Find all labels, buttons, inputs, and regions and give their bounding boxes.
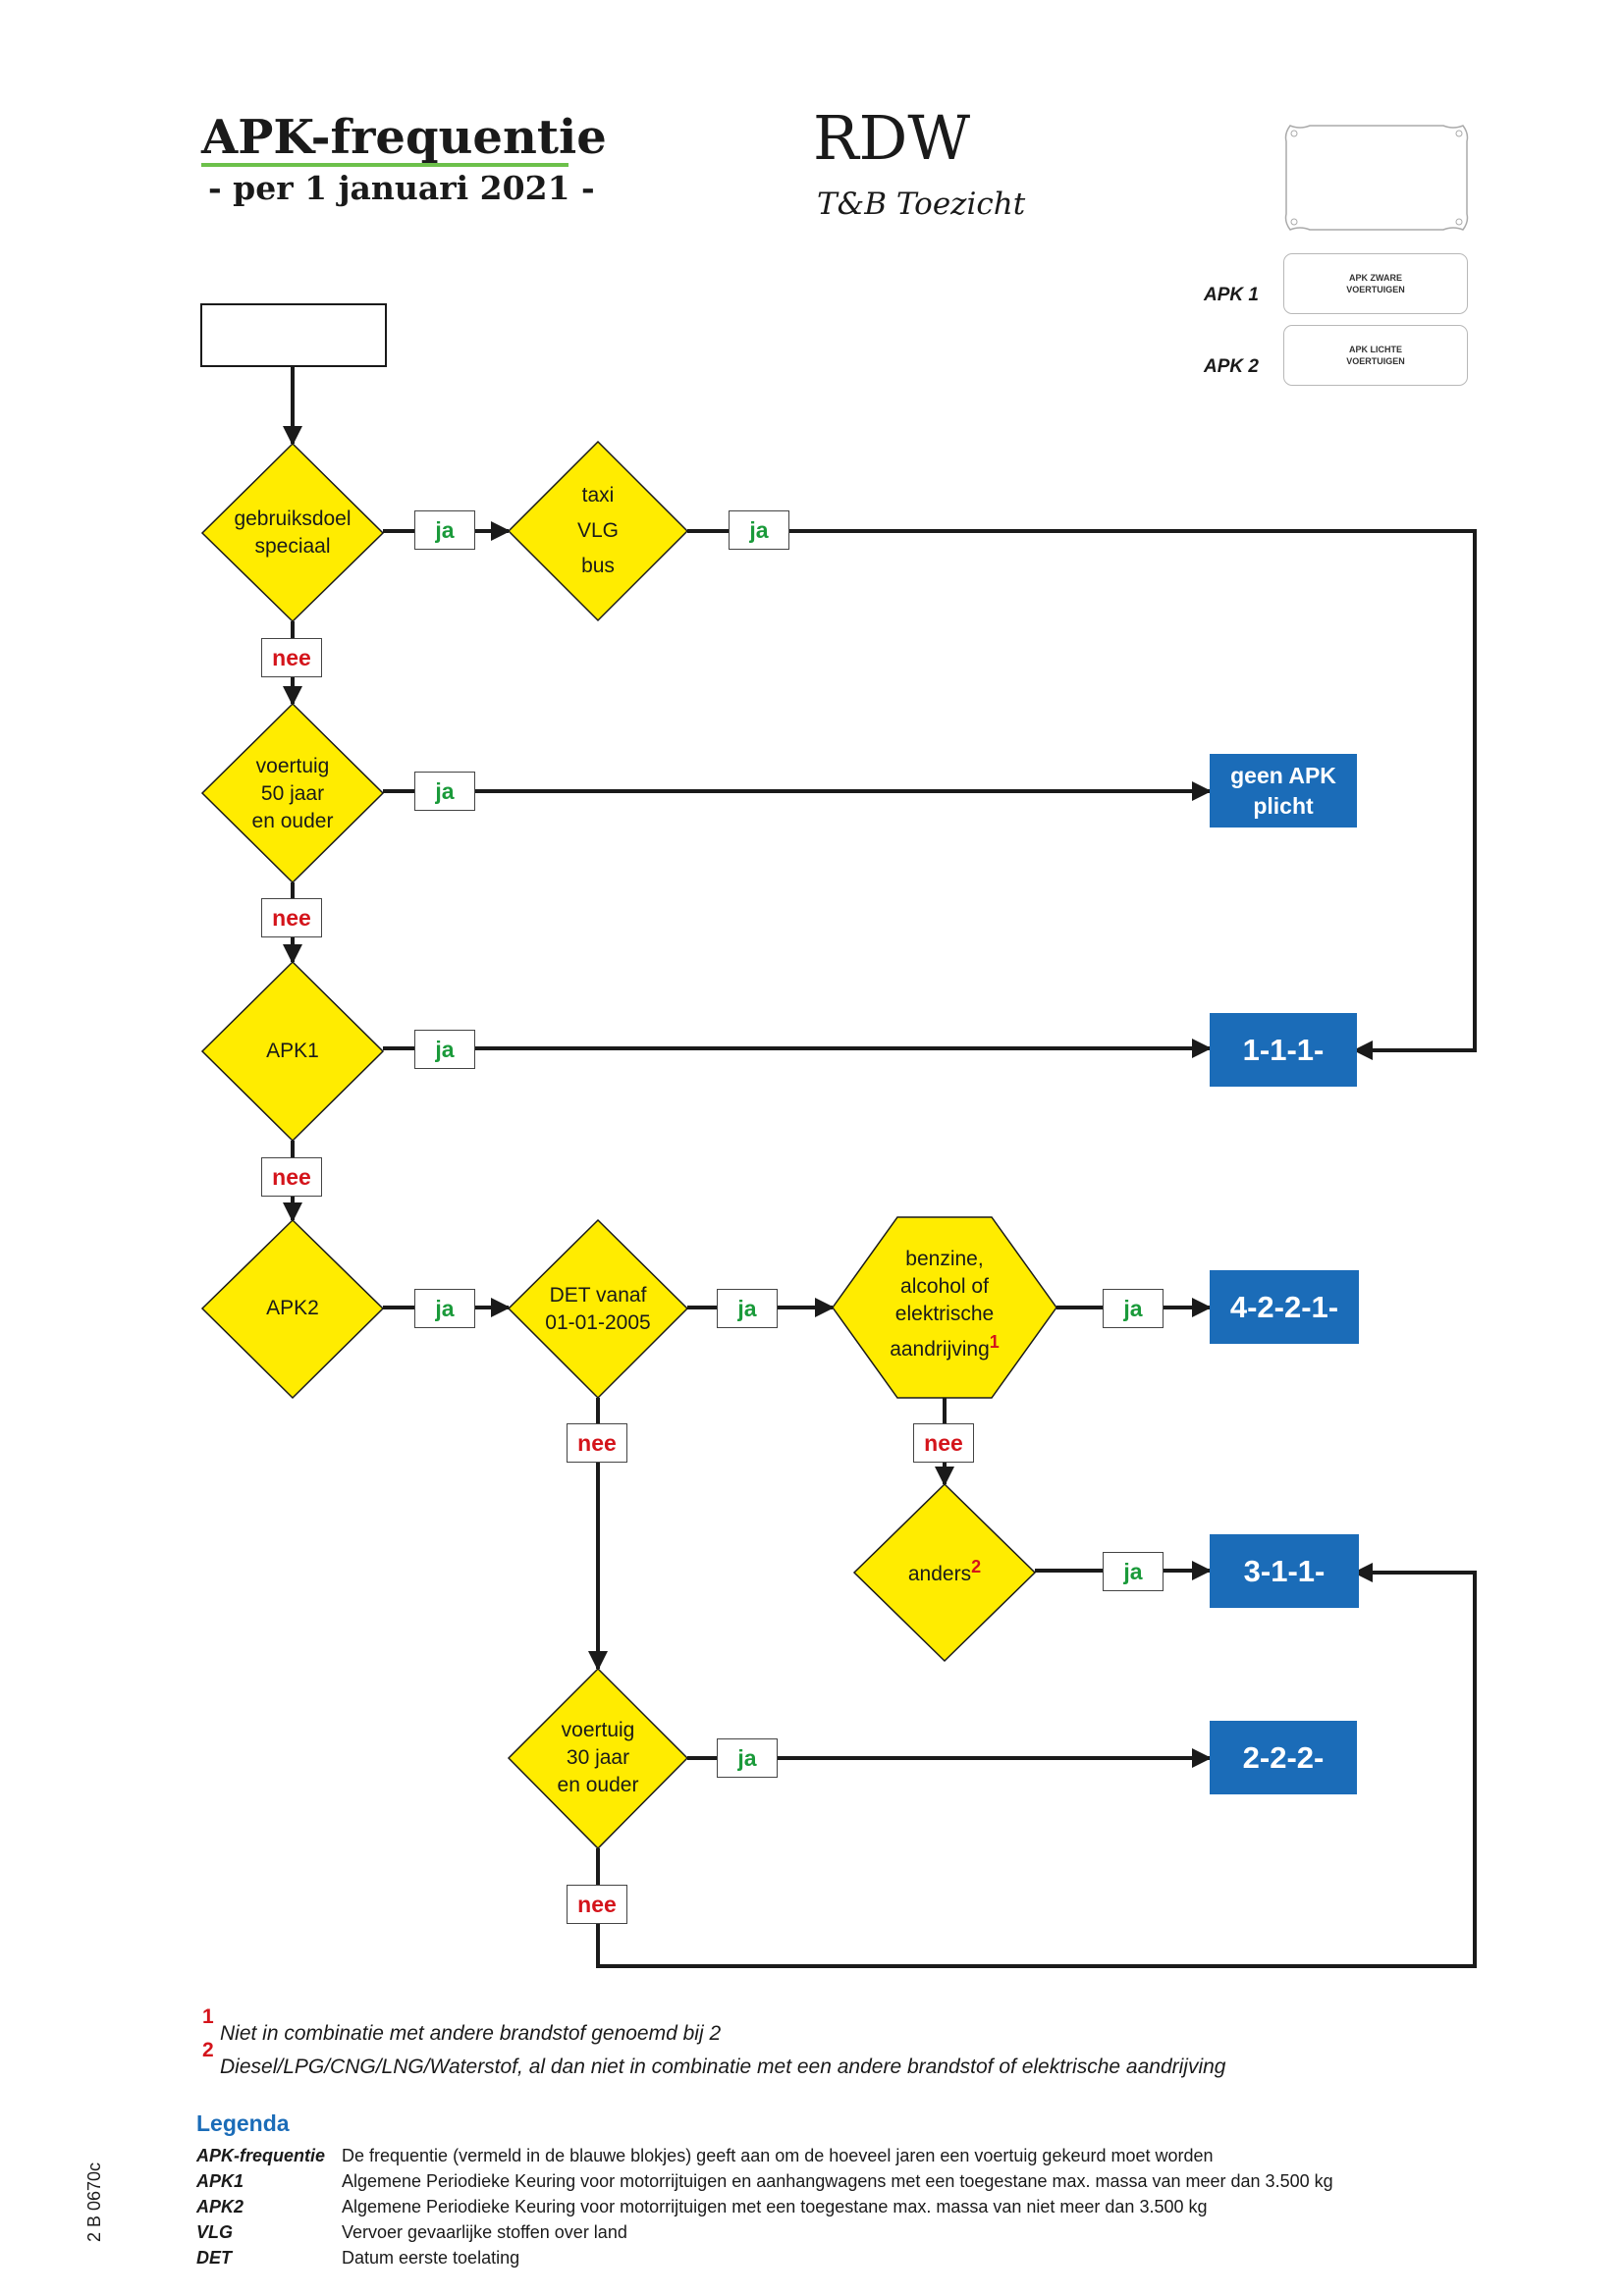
tag-nee-d4: nee: [261, 1157, 322, 1197]
tag-nee-d1: nee: [261, 638, 322, 677]
legend-title: Legenda: [196, 2110, 290, 2136]
organization-name: RDW: [813, 102, 971, 174]
department-name: T&B Toezicht: [817, 187, 1026, 222]
page-title: APK-frequentie: [201, 110, 607, 165]
result-4-2-2-1: 4-2-2-1-: [1210, 1270, 1359, 1344]
d6-line2: 01-01-2005: [545, 1311, 651, 1334]
d9-line3: en ouder: [557, 1774, 639, 1796]
diamond-d1-text: gebruiksdoel speciaal: [202, 504, 383, 562]
diamond-d5: [200, 1218, 385, 1400]
diamond-d4-text: APK1: [202, 1034, 383, 1069]
diamond-d2: [507, 440, 689, 622]
edge-d2-r111: [687, 529, 1477, 1060]
tag-nee-d7: nee: [913, 1423, 974, 1463]
title-underline: [201, 163, 568, 167]
legend-def-apk2: Algemene Periodieke Keuring voor motorri…: [342, 2197, 1208, 2216]
diamond-d9: [507, 1667, 689, 1850]
d3-line3: en ouder: [251, 810, 334, 832]
sticker-label-apk2: APK 2: [1204, 356, 1259, 377]
diamond-d3: [200, 702, 385, 884]
footnote-2-text: Diesel/LPG/CNG/LNG/Waterstof, al dan nie…: [220, 2056, 1226, 2078]
sticker-apk2-line2: VOERTUIGEN: [1346, 356, 1405, 366]
diamond-d4: [200, 960, 385, 1143]
d1-line1: gebruiksdoel: [234, 507, 352, 530]
tag-ja-d7: ja: [1103, 1289, 1164, 1328]
result-2-2-2: 2-2-2-: [1210, 1721, 1357, 1794]
result-1-1-1: 1-1-1-: [1210, 1013, 1357, 1087]
tag-nee-d3: nee: [261, 898, 322, 937]
legend-def-apk1: Algemene Periodieke Keuring voor motorri…: [342, 2171, 1333, 2191]
d2-line2: VLG: [576, 519, 620, 542]
d3-line1: voertuig: [255, 755, 330, 777]
sticker-apk2: APK LICHTE VOERTUIGEN: [1283, 325, 1468, 386]
footnote-2-number: 2: [202, 2039, 214, 2061]
page-subtitle: - per 1 januari 2021 -: [208, 169, 595, 207]
result-geen-apk-plicht-text: geen APK plicht: [1230, 762, 1336, 819]
edge-d9-r311: [596, 1563, 1477, 1968]
diamond-d3-text: voertuig 50 jaar en ouder: [202, 750, 383, 838]
legend-term-det: DET: [196, 2248, 232, 2268]
legend-def-apk-frequentie: De frequentie (vermeld in de blauwe blok…: [342, 2146, 1214, 2165]
document-number: 2 B 0670c: [84, 2162, 104, 2242]
d1-line2: speciaal: [254, 535, 331, 558]
tag-ja-d1: ja: [414, 510, 475, 550]
legend-term-apk-frequentie: APK-frequentie: [196, 2146, 326, 2165]
diamond-d8: [852, 1482, 1037, 1663]
tag-ja-d5: ja: [414, 1289, 475, 1328]
d4-line1: APK1: [266, 1040, 319, 1062]
d7-line1: benzine,: [905, 1248, 984, 1270]
sticker-apk2-line1: APK LICHTE: [1348, 345, 1402, 354]
d5-line1: APK2: [266, 1297, 319, 1319]
legend-term-apk2: APK2: [196, 2197, 244, 2216]
d7-footnote-ref: 1: [989, 1332, 1000, 1352]
footnote-1-text: Niet in combinatie met andere brandstof …: [220, 2022, 722, 2045]
d2-line1: taxi: [581, 484, 615, 507]
tag-ja-d3: ja: [414, 772, 475, 811]
d2-line3: bus: [581, 555, 615, 577]
d9-line2: 30 jaar: [566, 1746, 630, 1769]
legend-term-vlg: VLG: [196, 2222, 234, 2242]
d7-line2: alcohol of: [900, 1275, 989, 1298]
d8-footnote-ref: 2: [971, 1557, 982, 1576]
diamond-d8-text: anders2: [854, 1551, 1035, 1590]
tag-ja-d8: ja: [1103, 1552, 1164, 1591]
tag-ja-d9: ja: [717, 1738, 778, 1778]
footnote-1-number: 1: [202, 2005, 214, 2028]
legend-def-det: Datum eerste toelating: [342, 2248, 520, 2268]
diamond-d1: [200, 442, 385, 623]
tag-nee-d6: nee: [567, 1423, 627, 1463]
sticker-apk1-line1: APK ZWARE: [1348, 273, 1402, 283]
tag-ja-d2: ja: [729, 510, 789, 550]
d9-line1: voertuig: [561, 1719, 635, 1741]
tag-ja-d6: ja: [717, 1289, 778, 1328]
diamond-d9-text: voertuig 30 jaar en ouder: [509, 1714, 687, 1802]
d3-line2: 50 jaar: [260, 782, 325, 805]
diamond-d5-text: APK2: [202, 1291, 383, 1326]
sticker-apk1-line2: VOERTUIGEN: [1346, 285, 1405, 294]
diamond-d7: [832, 1216, 1057, 1399]
license-plate-outline: [1284, 125, 1469, 231]
tag-ja-d4: ja: [414, 1030, 475, 1069]
d7-line3: elektrische: [894, 1303, 995, 1325]
tag-nee-d9: nee: [567, 1885, 627, 1924]
legend-def-vlg: Vervoer gevaarlijke stoffen over land: [342, 2222, 627, 2242]
diamond-d6-text: DET vanaf 01-01-2005: [509, 1280, 687, 1339]
diamond-d7-text: benzine, alcohol of elektrische aandrijving…: [842, 1245, 1047, 1364]
d6-line1: DET vanaf: [549, 1284, 647, 1307]
sticker-apk1: APK ZWARE VOERTUIGEN: [1283, 253, 1468, 314]
diamond-d6: [507, 1218, 689, 1400]
sticker-label-apk1: APK 1: [1204, 285, 1259, 305]
d8-line1: anders: [907, 1563, 972, 1585]
d7-line4: aandrijving: [890, 1338, 990, 1361]
result-geen-apk-plicht: geen APK plicht: [1210, 754, 1357, 828]
result-3-1-1: 3-1-1-: [1210, 1534, 1359, 1608]
legend-term-apk1: APK1: [196, 2171, 244, 2191]
